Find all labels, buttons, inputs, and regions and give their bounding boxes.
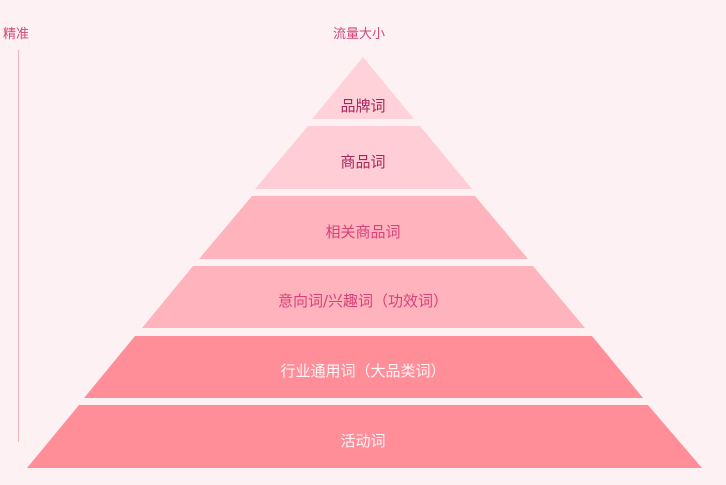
layer-label-intent: 意向词/兴趣词（功效词） [277,292,449,310]
pyramid-layer-5 [84,336,643,398]
layer-label-activity: 活动词 [340,432,386,450]
layer-label-product: 商品词 [340,153,386,171]
layer-label-related-product: 相关商品词 [325,223,401,241]
precision-axis-label: 精准 [3,27,30,42]
pyramid-layer-4 [142,266,585,328]
traffic-axis-label: 流量大小 [333,27,386,42]
pyramid-layer-3 [199,196,528,259]
pyramid-layer-2 [255,126,472,189]
pyramid-layer-1 [312,57,414,119]
pyramid-layer-6 [27,405,702,468]
layer-label-industry: 行业通用词（大品类词） [280,362,446,380]
precision-axis-line [18,50,19,442]
layer-label-brand: 品牌词 [340,97,386,115]
